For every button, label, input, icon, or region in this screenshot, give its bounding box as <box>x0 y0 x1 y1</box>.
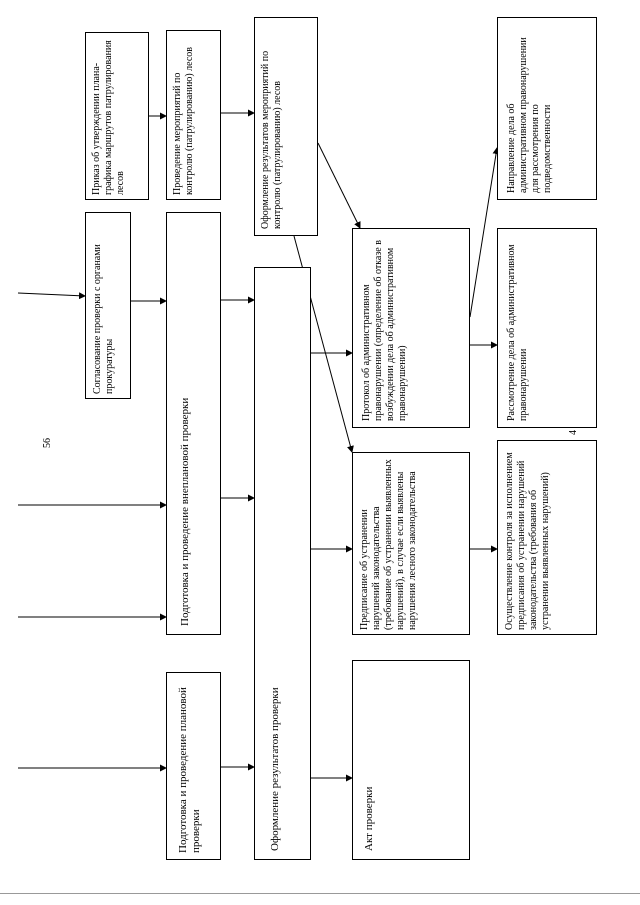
box-control-text: Осуществление контроля за исполнением пр… <box>504 452 551 630</box>
box-act-text: Акт проверки <box>363 786 375 851</box>
box-planned: Подготовка и проведение плановой проверк… <box>166 672 221 860</box>
page-bottom-rule <box>0 893 640 894</box>
box-order: Приказ об утверждении плана-графика марш… <box>85 32 149 200</box>
box-patrol-text: Проведение мероприятий по контролю (патр… <box>172 46 195 195</box>
box-order-fix-text: Предписание об устранении нарушений зако… <box>359 459 418 630</box>
box-act: Акт проверки <box>352 660 470 860</box>
box-planned-text: Подготовка и проведение плановой проверк… <box>177 687 202 853</box>
box-review: Рассмотрение дела об административном пр… <box>497 228 597 428</box>
box-patrol: Проведение мероприятий по контролю (патр… <box>166 30 221 200</box>
arrow-protocol-send <box>469 147 500 318</box>
box-order-fix: Предписание об устранении нарушений зако… <box>352 452 470 635</box>
box-check-results-text: Оформление результатов проверки <box>269 687 281 851</box>
box-patrol-results-text: Оформление результатов мероприятий по ко… <box>260 50 283 229</box>
box-check-results: Оформление результатов проверки <box>254 267 311 860</box>
box-send-text: Направление дела об административном пра… <box>506 37 553 193</box>
box-order-text: Приказ об утверждении плана-графика марш… <box>91 40 126 195</box>
box-unplanned: Подготовка и проведение внеплановой пров… <box>166 212 221 635</box>
box-prosecutor: Согласование проверки с органами прокура… <box>85 212 131 399</box>
arrow-in-prosecutor <box>17 292 86 300</box>
box-prosecutor-text: Согласование проверки с органами прокура… <box>92 244 115 394</box>
box-unplanned-text: Подготовка и проведение внеплановой пров… <box>179 397 191 626</box>
page-number: 56 <box>42 438 53 448</box>
box-patrol-results: Оформление результатов мероприятий по ко… <box>254 17 318 236</box>
box-protocol-text: Протокол об административном правонаруше… <box>361 240 408 421</box>
box-review-text: Рассмотрение дела об административном пр… <box>506 244 529 421</box>
box-protocol: Протокол об административном правонаруше… <box>352 228 470 428</box>
box-send: Направление дела об административном пра… <box>497 17 597 200</box>
page-marker: 4 <box>568 430 579 435</box>
arrow-patrolresults-protocol <box>317 142 361 229</box>
box-control: Осуществление контроля за исполнением пр… <box>497 440 597 635</box>
